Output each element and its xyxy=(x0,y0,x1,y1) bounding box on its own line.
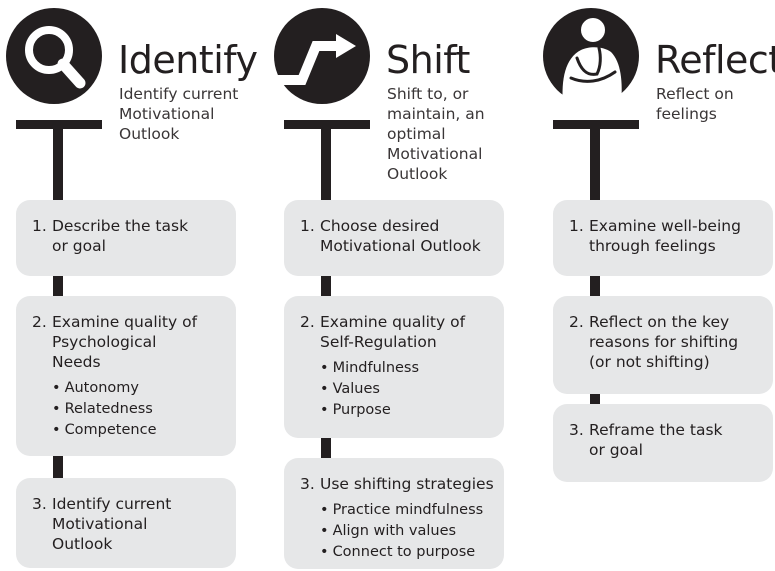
bullet-item: Autonomy xyxy=(52,378,226,399)
connector-line xyxy=(53,456,63,478)
connector-line xyxy=(53,124,63,204)
identify-title: Identify xyxy=(118,38,258,82)
connector-line xyxy=(321,124,331,204)
reflect-column: Reflect Reflect on feelings 1. Examine w… xyxy=(537,0,775,571)
bullet-item: Connect to purpose xyxy=(320,542,494,563)
bullet-item: Mindfulness xyxy=(320,358,494,379)
bullet-item: Competence xyxy=(52,420,226,441)
bullet-item: Purpose xyxy=(320,400,494,421)
bullet-item: Values xyxy=(320,379,494,400)
step-box-3: 3. Use shifting strategies Practice mind… xyxy=(284,458,504,569)
identify-subtitle: Identify current Motivational Outlook xyxy=(119,85,239,143)
bullet-item: Practice mindfulness xyxy=(320,500,494,521)
reflect-subtitle: Reflect on feelings xyxy=(656,85,734,123)
shift-title: Shift xyxy=(386,38,470,82)
connector-line xyxy=(321,276,331,296)
connector-line xyxy=(53,276,63,296)
thinking-person-icon xyxy=(541,6,641,106)
connector-line xyxy=(590,124,600,204)
connector-line xyxy=(590,394,600,406)
connector-line xyxy=(590,276,600,296)
shift-column: Shift Shift to, or maintain, an optimal … xyxy=(268,0,518,571)
bullet-item: Relatedness xyxy=(52,399,226,420)
connector-line xyxy=(321,438,331,458)
magnifier-icon xyxy=(4,6,104,106)
shift-arrow-icon xyxy=(272,6,372,106)
bullet-item: Align with values xyxy=(320,521,494,542)
shift-subtitle: Shift to, or maintain, an optimal Motiva… xyxy=(387,85,485,183)
reflect-title: Reflect xyxy=(655,38,775,82)
identify-column: Identify Identify current Motivational O… xyxy=(0,0,258,571)
